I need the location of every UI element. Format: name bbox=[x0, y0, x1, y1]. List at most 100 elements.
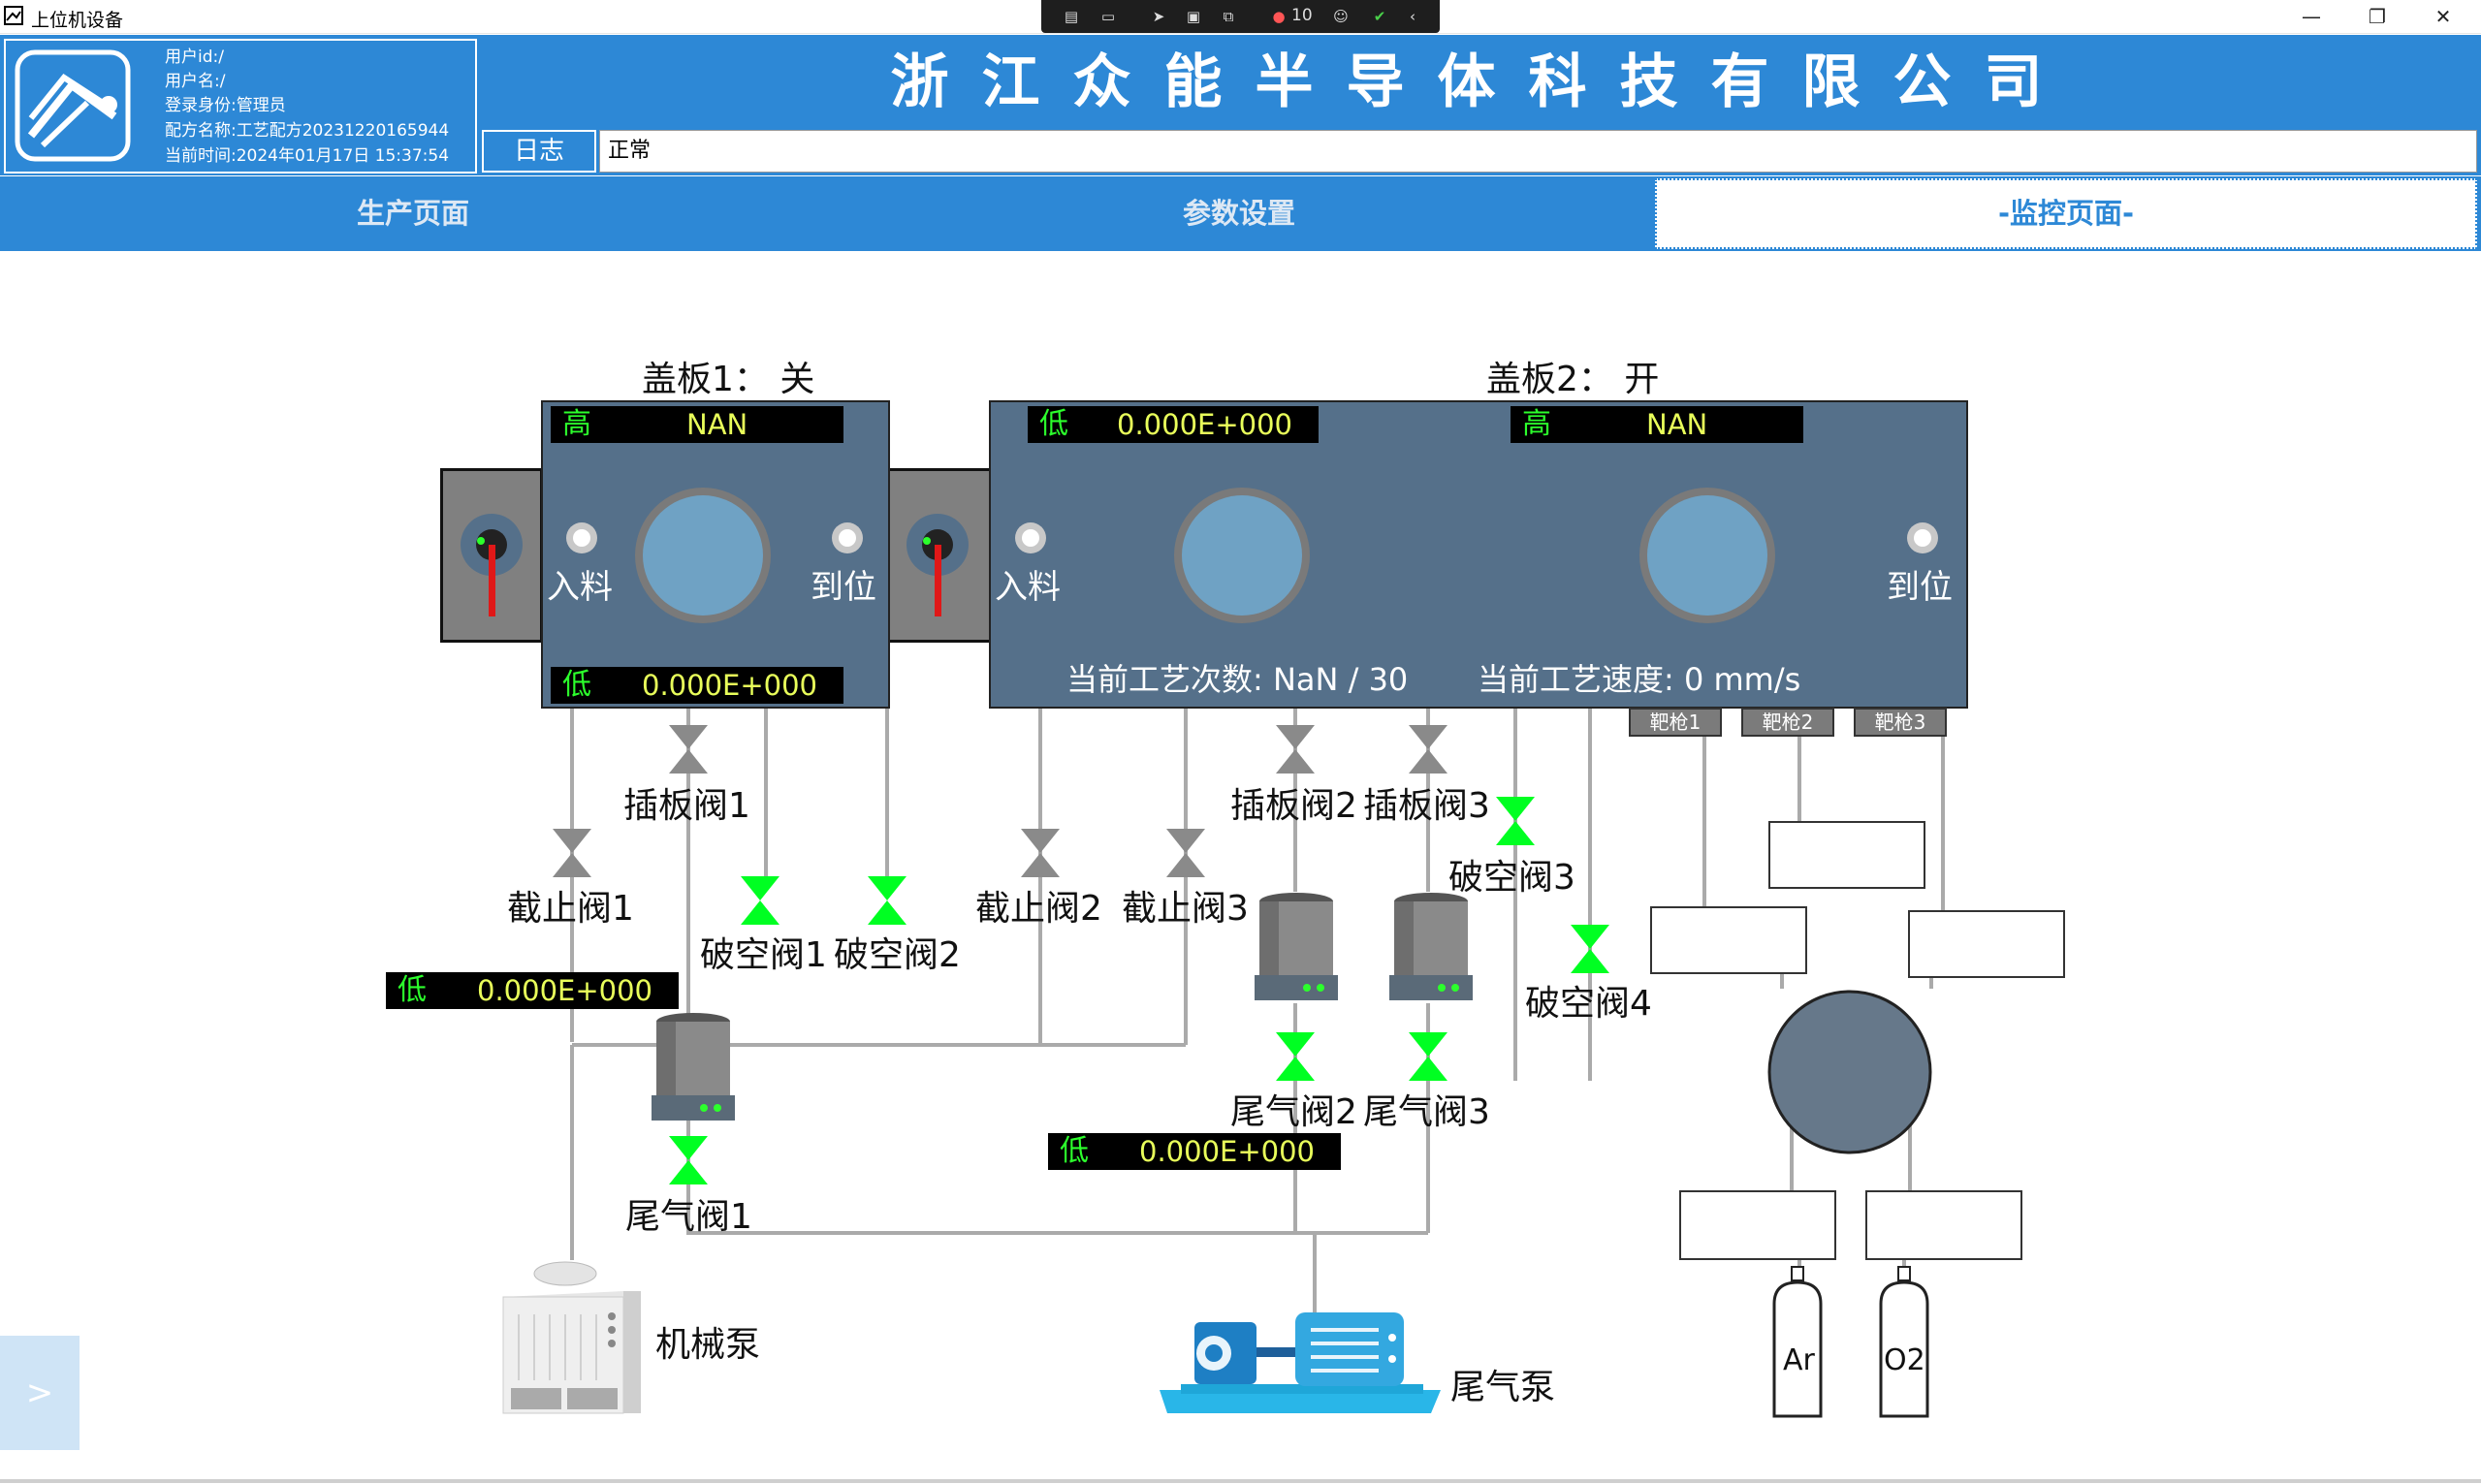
valve-icon[interactable] bbox=[1409, 725, 1447, 774]
sensor-light-icon bbox=[1907, 522, 1938, 553]
chamber1-high-gauge: 高 NAN bbox=[551, 406, 843, 443]
maximize-button[interactable]: ❐ bbox=[2369, 5, 2386, 28]
mechanical-pump-icon[interactable] bbox=[499, 1256, 645, 1421]
flow-controller-box bbox=[1650, 906, 1807, 974]
valve-icon[interactable] bbox=[1571, 925, 1609, 973]
vent-valve-1-label: 破空阀1 bbox=[700, 935, 827, 975]
screen-recorder-toolbar: ▤ ▭ ➤ ▣ ⧉ ● 10 ☺ ✔ ‹ bbox=[1041, 0, 1440, 33]
collapse-icon[interactable]: ‹ bbox=[1410, 8, 1415, 25]
log-field: 正常 bbox=[599, 130, 2477, 173]
close-button[interactable]: ✕ bbox=[2434, 5, 2452, 28]
log-label: 日志 bbox=[482, 130, 596, 173]
mixing-tank-icon bbox=[1767, 990, 1932, 1154]
flow-controller-box bbox=[1908, 910, 2065, 978]
feed-in-label: 入料 bbox=[547, 568, 613, 607]
molecular-pump-2-icon[interactable] bbox=[1255, 892, 1338, 1003]
vent-valve-2-label: 破空阀2 bbox=[834, 935, 961, 975]
window-capture-icon[interactable]: ⧉ bbox=[1223, 8, 1234, 25]
tail-valve-2-label: 尾气阀2 bbox=[1230, 1092, 1357, 1132]
vent-valve-4-label: 破空阀4 bbox=[1525, 984, 1652, 1024]
gate-valve-1-label: 插板阀1 bbox=[623, 786, 750, 826]
chamber2-low-gauge: 低 0.000E+000 bbox=[1028, 406, 1319, 443]
recipe-name: 配方名称:工艺配方20231220165944 bbox=[165, 121, 450, 141]
valve-icon[interactable] bbox=[1496, 797, 1535, 845]
valve-icon[interactable] bbox=[1276, 1032, 1315, 1081]
flow-controller-box bbox=[1768, 821, 1925, 889]
chamber-2 bbox=[989, 400, 1968, 709]
tail-valve-3-label: 尾气阀3 bbox=[1363, 1092, 1490, 1132]
stop-valve-3-label: 截止阀3 bbox=[1122, 889, 1249, 929]
process-count: 当前工艺次数: NaN / 30 bbox=[1066, 661, 1409, 698]
gas-cylinder-icon[interactable] bbox=[1766, 1265, 1829, 1422]
valve-icon[interactable] bbox=[868, 876, 907, 925]
valve-icon[interactable] bbox=[741, 876, 779, 925]
exhaust-pump-icon[interactable] bbox=[1160, 1309, 1441, 1413]
mechanical-pump-label: 机械泵 bbox=[655, 1325, 761, 1365]
user-name: 用户名:/ bbox=[165, 72, 226, 91]
arrive-label: 到位 bbox=[811, 568, 876, 607]
vent-valve-3-label: 破空阀3 bbox=[1448, 858, 1575, 898]
exhaust-pump-label: 尾气泵 bbox=[1450, 1368, 1556, 1407]
feed-in-label: 入料 bbox=[995, 568, 1061, 607]
valve-icon[interactable] bbox=[669, 725, 708, 774]
molecular-pump-1-icon[interactable] bbox=[652, 1012, 735, 1123]
minimize-button[interactable]: — bbox=[2302, 5, 2321, 28]
stop-valve-2-label: 截止阀2 bbox=[975, 889, 1102, 929]
chamber1-low-gauge: 低 0.000E+000 bbox=[551, 667, 843, 704]
wafer-icon bbox=[1174, 488, 1310, 623]
sensor-light-icon bbox=[1015, 522, 1046, 553]
tab-monitor[interactable]: -监控页面- bbox=[1655, 178, 2477, 249]
app-icon bbox=[4, 6, 23, 25]
sensor-light-icon bbox=[832, 522, 863, 553]
login-role: 登录身份:管理员 bbox=[165, 96, 286, 115]
record-icon[interactable]: ● bbox=[1272, 8, 1286, 25]
check-icon[interactable]: ✔ bbox=[1373, 8, 1386, 25]
valve-icon[interactable] bbox=[1409, 1032, 1447, 1081]
wafer-icon bbox=[635, 488, 771, 623]
flow-controller-box bbox=[1865, 1190, 2022, 1260]
cursor-icon[interactable]: ➤ bbox=[1152, 8, 1165, 25]
bottom-divider bbox=[0, 1479, 2481, 1483]
exhaust-line-gauge: 低 0.000E+000 bbox=[1048, 1133, 1341, 1170]
flow-controller-box bbox=[1679, 1190, 1836, 1260]
current-time: 当前时间:2024年01月17日 15:37:54 bbox=[165, 146, 450, 166]
gas-o2-label: O2 bbox=[1884, 1343, 1925, 1377]
record-counter: 10 bbox=[1291, 6, 1313, 25]
transfer-arm-icon[interactable] bbox=[458, 514, 525, 620]
valve-icon[interactable] bbox=[669, 1136, 708, 1184]
foreline-gauge: 低 0.000E+000 bbox=[386, 972, 679, 1009]
window-title: 上位机设备 bbox=[31, 10, 124, 31]
company-title: 浙江众能半导体科技有限公司 bbox=[890, 48, 2076, 116]
chamber2-high-gauge: 高 NAN bbox=[1511, 406, 1803, 443]
valve-icon[interactable] bbox=[553, 829, 591, 877]
region-icon[interactable]: ▣ bbox=[1186, 8, 1201, 25]
sensor-light-icon bbox=[566, 522, 597, 553]
cover1-status: 盖板1： 关 bbox=[642, 360, 815, 399]
accessibility-icon[interactable]: ☺ bbox=[1333, 8, 1349, 25]
screenshot-icon[interactable]: ▤ bbox=[1064, 8, 1079, 25]
stop-valve-1-label: 截止阀1 bbox=[507, 889, 634, 929]
gas-cylinder-icon[interactable] bbox=[1873, 1265, 1935, 1422]
tab-parameters[interactable]: 参数设置 bbox=[1182, 197, 1295, 230]
gate-valve-2-label: 插板阀2 bbox=[1230, 786, 1357, 826]
user-id: 用户id:/ bbox=[165, 47, 224, 67]
tab-production[interactable]: 生产页面 bbox=[356, 197, 469, 230]
gate-valve-3-label: 插板阀3 bbox=[1363, 786, 1490, 826]
video-icon[interactable]: ▭ bbox=[1100, 8, 1116, 25]
molecular-pump-3-icon[interactable] bbox=[1389, 892, 1473, 1003]
target-gun-2[interactable]: 靶枪2 bbox=[1741, 708, 1834, 737]
arrive-label: 到位 bbox=[1887, 568, 1953, 607]
wafer-icon bbox=[1639, 488, 1775, 623]
side-panel-toggle[interactable]: > bbox=[0, 1336, 80, 1450]
process-speed: 当前工艺速度: 0 mm/s bbox=[1478, 661, 1801, 698]
company-logo bbox=[15, 49, 131, 162]
valve-icon[interactable] bbox=[1166, 829, 1205, 877]
valve-icon[interactable] bbox=[1276, 725, 1315, 774]
tail-valve-1-label: 尾气阀1 bbox=[625, 1197, 752, 1237]
transfer-arm-icon[interactable] bbox=[904, 514, 971, 620]
cover2-status: 盖板2： 开 bbox=[1486, 360, 1660, 399]
target-gun-1[interactable]: 靶枪1 bbox=[1629, 708, 1722, 737]
valve-icon[interactable] bbox=[1021, 829, 1060, 877]
target-gun-3[interactable]: 靶枪3 bbox=[1854, 708, 1947, 737]
